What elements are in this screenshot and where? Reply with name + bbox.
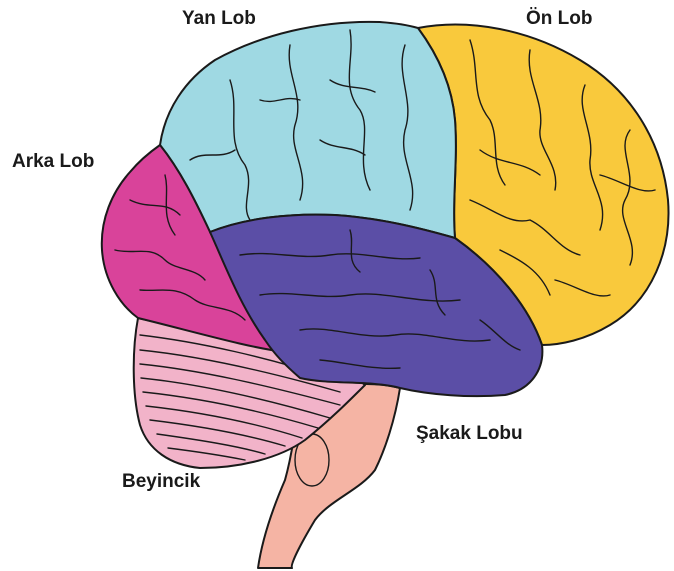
temporal-lobe-label: Şakak Lobu xyxy=(416,424,523,443)
frontal-lobe-label: Ön Lob xyxy=(526,9,592,28)
cerebellum-label: Beyincik xyxy=(122,472,200,491)
parietal-lobe-label: Yan Lob xyxy=(182,9,256,28)
occipital-lobe-label: Arka Lob xyxy=(12,152,94,171)
